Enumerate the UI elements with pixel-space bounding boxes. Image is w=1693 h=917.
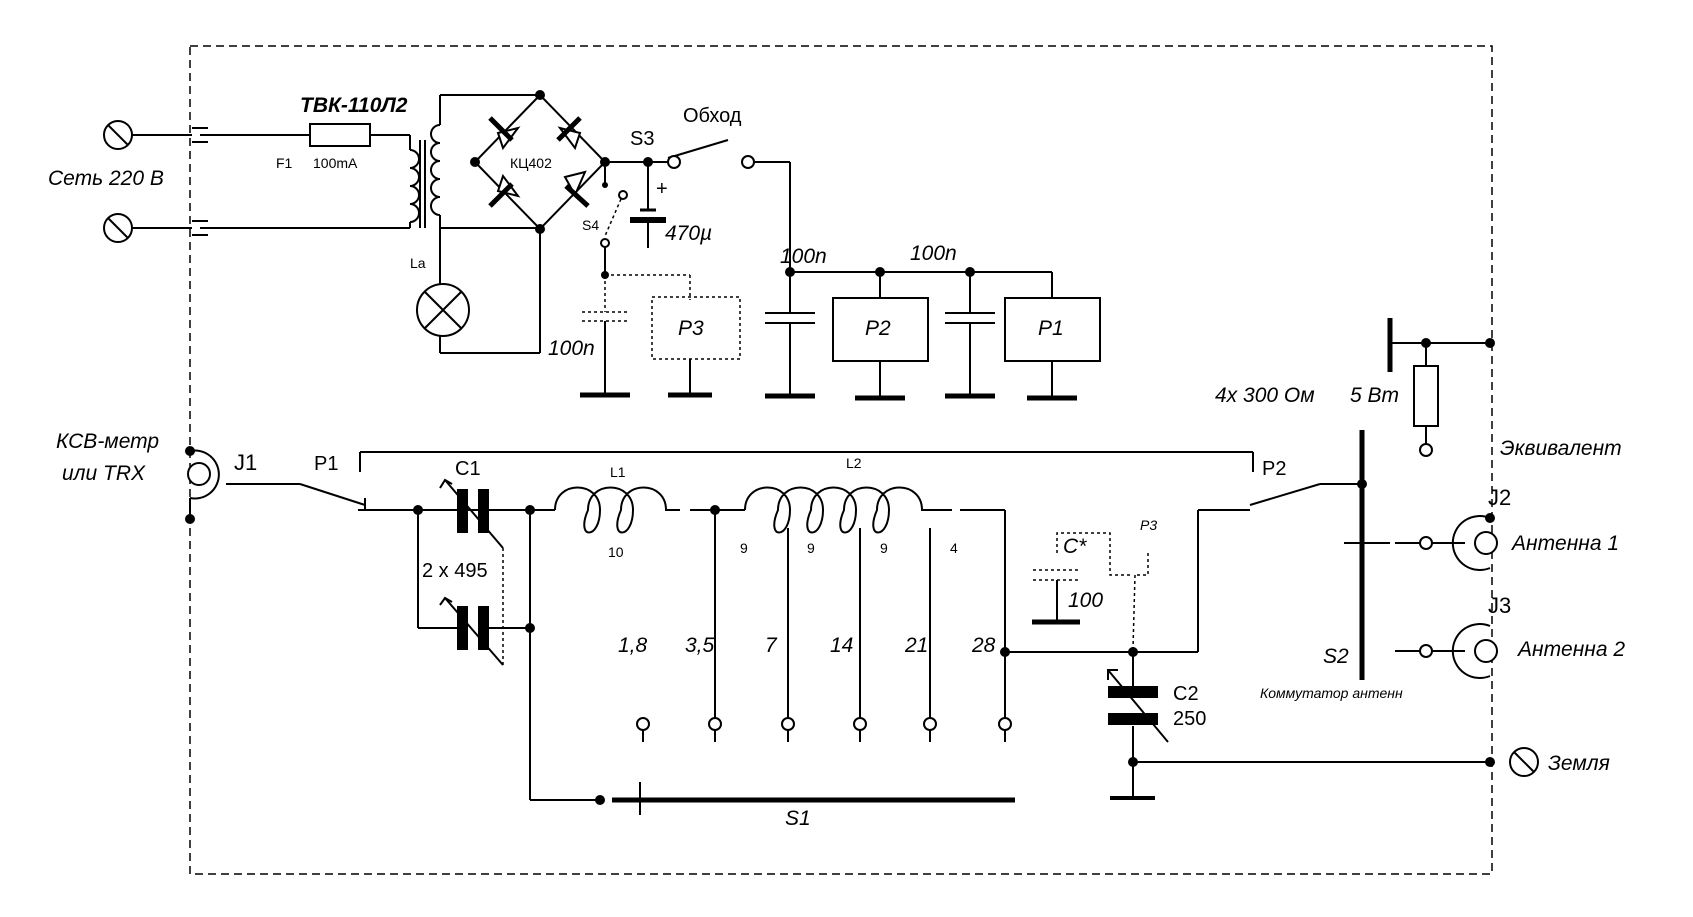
fuse-value-label: 100mA [313,155,358,171]
inductor-l1 [554,486,680,534]
load-label: 4х 300 Ом [1215,384,1315,407]
cstar-label: C* [1063,535,1087,558]
c2-value-label: 250 [1173,708,1206,730]
band-label-28: 28 [971,634,996,657]
ground-terminal[interactable] [1485,747,1539,777]
dummy-label: Эквивалент [1500,437,1622,460]
cap-100n-a-label: 100n [780,245,827,268]
j1-label: J1 [234,450,257,475]
l2-turns-2: 9 [807,540,815,556]
indicator-lamp [416,283,470,337]
j1-connector[interactable] [185,446,220,524]
inductor-l2 [744,486,952,534]
capacitor-c1[interactable] [439,478,504,666]
capacitor-cstar [1032,532,1149,649]
transformer [409,94,541,354]
antenna2-label: Антенна 2 [1516,638,1625,661]
s3-label: S3 [630,128,654,150]
band-label-7: 7 [765,634,778,657]
l2-label: L2 [846,455,862,471]
bypass-label: Обход [683,105,742,127]
rf-wiring [226,451,1490,801]
antenna-switch-label: Коммутатор антенн [1260,685,1403,701]
load-power-label: 5 Вт [1350,384,1399,407]
cap-100n-b-label: 100n [910,242,957,265]
l1-turns-label: 10 [608,544,624,560]
fuse [309,123,371,147]
l2-turns-1: 9 [740,540,748,556]
dummy-load [1387,318,1495,457]
relay-p3-branch [580,274,741,398]
meter-label-2: или TRX [62,462,146,485]
j2-connector[interactable] [1451,513,1498,571]
cap-100n-c-label: 100n [548,337,595,360]
l2-turns-4: 4 [950,540,958,556]
relay-p1-label: P1 [1038,317,1064,340]
s1-label: S1 [785,807,811,830]
cap-470-label: 470µ [665,222,712,245]
transformer-label: ТВК-110Л2 [300,94,408,117]
c1-value-label: 2 x 495 [422,560,488,582]
band-label-1-8: 1,8 [618,634,648,657]
ground-label: Земля [1548,752,1610,775]
j3-label: J3 [1488,593,1511,618]
antenna1-label: Антенна 1 [1510,532,1619,555]
antenna-switch-s2[interactable] [1344,430,1465,680]
p1-contact-label: P1 [314,453,338,475]
j3-connector[interactable] [1451,623,1498,679]
band-switch-s1[interactable] [612,717,1015,815]
band-label-21: 21 [904,634,928,657]
band-label-14: 14 [830,634,853,657]
s2-label: S2 [1323,645,1349,668]
bridge-rectifier [470,90,610,234]
mains-wiring [132,127,410,236]
j2-label: J2 [1488,485,1511,510]
band-label-3-5: 3,5 [685,634,715,657]
s4-label: S4 [582,217,599,233]
relay-bank [765,267,1101,401]
enclosure-outline [189,45,1493,875]
l1-label: L1 [610,464,626,480]
p2-contact-label: P2 [1262,458,1286,480]
bridge-label: КЦ402 [510,155,552,171]
meter-label: КСВ-метр [56,430,159,453]
fuse-ref-label: F1 [276,155,293,171]
c1-label: C1 [455,458,481,480]
cstar-value-label: 100 [1068,589,1103,612]
p3-contact-label: P3 [1140,517,1157,533]
mains-label: Сеть 220 В [48,167,164,190]
c2-label: C2 [1173,683,1199,705]
l2-turns-3: 9 [880,540,888,556]
relay-p3-label: P3 [678,317,704,340]
capacitor-c2[interactable] [1107,669,1169,743]
relay-p2-label: P2 [865,317,891,340]
lamp-label: La [410,255,426,271]
dc-wiring [604,139,1052,273]
plus-sign: + [656,178,668,200]
